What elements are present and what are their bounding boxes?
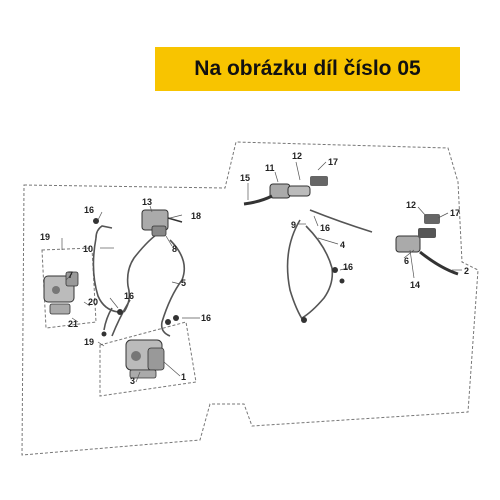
fitting-20 [101,331,107,337]
main-frame-outline [21,141,479,456]
hose-16-low [111,299,131,337]
callout-17b: 17 [450,208,460,218]
leader-lines [61,161,462,383]
callout-15: 15 [240,173,250,183]
banner-text: Na obrázku díl číslo 05 [194,57,421,80]
callout-1: 1 [181,372,186,382]
callout-16d: 16 [201,313,211,323]
callout-14: 14 [410,280,420,290]
fittings [93,218,345,337]
hoses [92,209,373,337]
front-caliper [125,339,165,379]
callout-6: 6 [404,256,409,266]
callout-3: 3 [130,376,135,386]
callout-19a: 19 [40,232,50,242]
hose-16-mid [309,209,373,233]
callout-9: 9 [291,220,296,230]
hose-10-top [95,225,113,239]
rear-caliper-box [41,247,97,329]
callout-19b: 19 [84,337,94,347]
rear-caliper [43,271,79,315]
callout-10: 10 [83,244,93,254]
hose-5 [160,239,186,337]
callout-17a: 17 [328,157,338,167]
fitting-16-right [173,315,179,321]
callout-5: 5 [181,278,186,288]
callout-16c: 16 [124,291,134,301]
fitting-16-right-low [339,278,345,284]
callout-8: 8 [172,244,177,254]
fitting-4-end [301,317,307,323]
title-banner: Na obrázku díl číslo 05 [155,47,460,91]
callout-18: 18 [191,211,201,221]
left-lever-assembly [243,176,328,206]
fitting-16-right-mid [332,267,338,273]
callout-16e: 16 [343,262,353,272]
hose-4 [286,219,305,323]
outline-frames [21,141,479,456]
callout-20: 20 [88,297,98,307]
callout-4: 4 [340,240,345,250]
fitting-16-top [93,218,99,224]
right-lever-assembly [395,214,459,276]
callout-12b: 12 [406,200,416,210]
callout-21: 21 [68,319,78,329]
hose-8 [123,231,161,313]
callout-16a: 16 [84,205,94,215]
callout-7: 7 [68,270,73,280]
fitting-rear [117,309,123,315]
callout-2: 2 [464,266,469,276]
cable-9 [301,225,334,319]
fitting-front [165,319,171,325]
callout-16b: 16 [320,223,330,233]
hose-20 [103,307,113,331]
callout-13: 13 [142,197,152,207]
center-master-cylinder [141,209,183,237]
callout-11: 11 [265,163,275,173]
callouts: 1 2 3 4 5 6 7 8 9 10 11 12 12 13 14 15 1… [40,151,469,386]
callout-12a: 12 [292,151,302,161]
